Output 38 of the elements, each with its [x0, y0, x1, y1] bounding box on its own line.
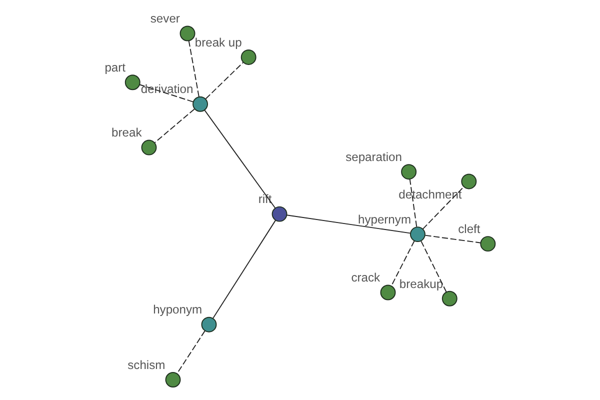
- node-label: detachment: [398, 187, 462, 202]
- node-label: separation: [346, 150, 402, 164]
- connector: [422, 186, 464, 230]
- node-circle: [141, 140, 157, 156]
- connector: [286, 214, 411, 234]
- connector: [212, 220, 276, 319]
- node-circle: [272, 206, 288, 222]
- node-circle: [201, 316, 217, 332]
- node-label: hypernym: [358, 212, 412, 226]
- node-circle: [401, 164, 417, 180]
- node-label: sever: [150, 12, 180, 26]
- node-circle: [124, 74, 140, 90]
- node-circle: [192, 96, 208, 112]
- connector: [409, 178, 418, 228]
- node-circle: [165, 372, 181, 388]
- node-label: break up: [194, 35, 242, 50]
- connector: [424, 234, 482, 244]
- node-label: part: [104, 60, 126, 75]
- connector: [390, 240, 415, 286]
- node-circle: [240, 49, 256, 65]
- node-label: breakup: [399, 276, 444, 291]
- node-circle: [410, 226, 426, 242]
- connector: [420, 240, 447, 292]
- node-circle: [380, 284, 396, 300]
- connector: [204, 110, 276, 209]
- node-label: cleft: [458, 222, 480, 236]
- connector: [188, 40, 200, 98]
- node-label: hyponym: [153, 302, 202, 317]
- connector: [176, 330, 206, 374]
- connector: [154, 108, 195, 144]
- node-label: break: [112, 126, 142, 140]
- node-label: crack: [351, 270, 380, 285]
- node-circle: [180, 26, 196, 42]
- node-circle: [442, 290, 458, 306]
- node-circle: [480, 236, 496, 252]
- node-circle: [461, 174, 477, 190]
- node-label: schism: [128, 358, 166, 372]
- connector: [205, 62, 244, 100]
